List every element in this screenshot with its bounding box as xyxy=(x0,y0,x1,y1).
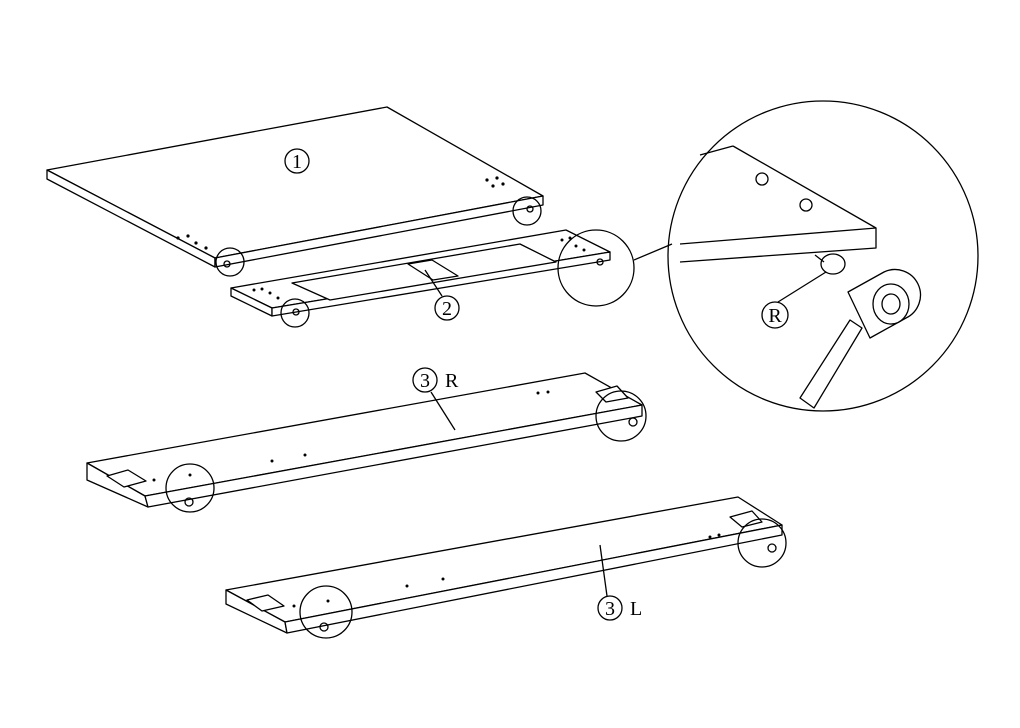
detail-circle xyxy=(557,229,635,307)
label-3r-number: 3 xyxy=(420,370,430,392)
detail-circle xyxy=(215,247,245,277)
panel-3r: 3 R xyxy=(86,367,647,513)
detail-magnified: R xyxy=(667,100,979,412)
detail-circle xyxy=(512,196,542,226)
label-3l-side: L xyxy=(630,598,642,620)
detail-circle xyxy=(299,585,353,639)
label-3l-number: 3 xyxy=(605,598,615,620)
frame-2 xyxy=(230,229,673,328)
detail-circle xyxy=(595,390,647,442)
detail-circle xyxy=(165,463,215,513)
detail-circle xyxy=(280,298,310,328)
label-part-2: 2 xyxy=(442,298,452,320)
label-part-1: 1 xyxy=(292,151,302,173)
panel-3l: 3 L xyxy=(225,496,787,639)
detail-circle xyxy=(737,518,787,568)
label-3r-side: R xyxy=(445,370,459,392)
label-r-detail: R xyxy=(768,305,782,327)
panel-1 xyxy=(46,106,544,277)
